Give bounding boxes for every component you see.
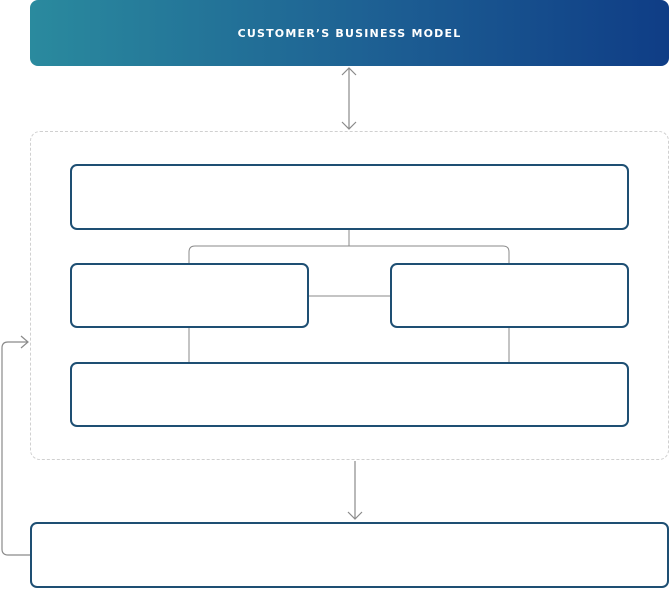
bottom-outer-box [30, 522, 669, 588]
middle-right-box [390, 263, 629, 328]
bottom-inner-box [70, 362, 629, 427]
feedback-loop-arrow-icon [1, 335, 30, 556]
down-arrow-icon [347, 461, 363, 520]
header-title: CUSTOMER’S BUSINESS MODEL [237, 26, 462, 40]
dashed-group-container [30, 131, 669, 460]
double-arrow-icon [341, 67, 357, 130]
customer-business-model-banner: CUSTOMER’S BUSINESS MODEL [30, 0, 669, 66]
top-box [70, 164, 629, 230]
middle-left-box [70, 263, 309, 328]
